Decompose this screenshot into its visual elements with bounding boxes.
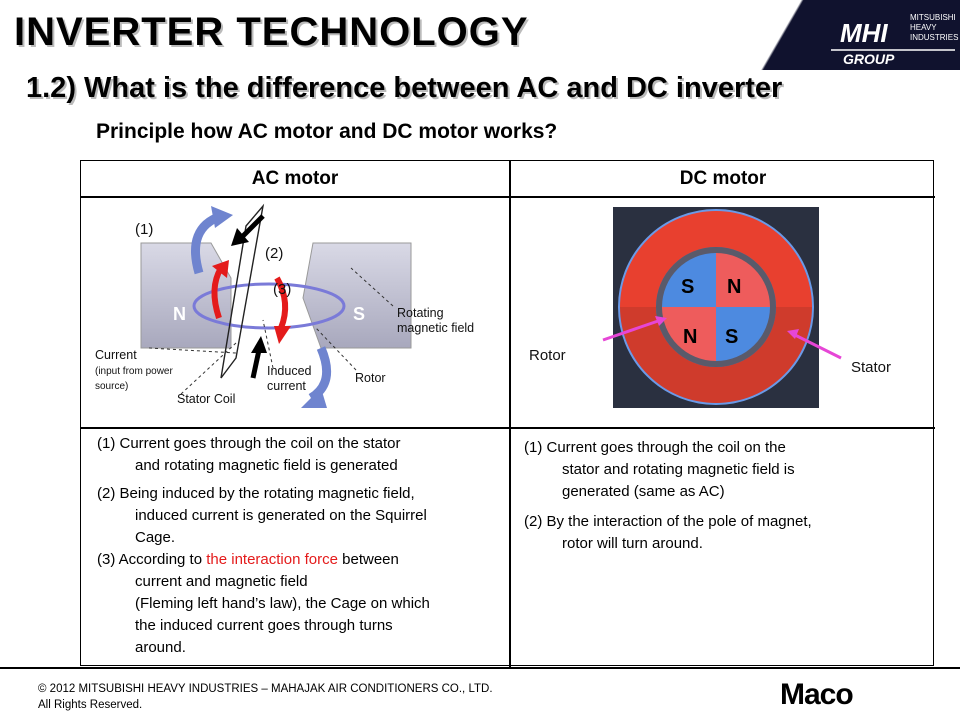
ac-p3-prefix: (3) According to (97, 551, 207, 568)
ac-p2-line2: induced current is generated on the Squi… (135, 507, 427, 524)
label-step-1: (1) (135, 221, 154, 238)
rights-text: All Rights Reserved. (38, 699, 143, 711)
dc-p2-line2: rotor will turn around. (562, 535, 703, 552)
page-title: INVERTER TECHNOLOGY (14, 10, 529, 54)
force-arrow-left-head (212, 260, 229, 278)
ac-p3-line1: (3) According to the interaction force b… (97, 549, 507, 571)
stator-pointer (792, 332, 842, 360)
label-dc-rotor: Rotor (529, 347, 566, 364)
label-rotor: Rotor (355, 371, 386, 385)
dc-explanation: (1) Current goes through the coil on the… (524, 437, 929, 555)
header-divider (81, 196, 935, 198)
ac-motor-diagram: N S (1) (81, 198, 509, 427)
pole-s-label: S (353, 304, 365, 324)
rotor-pole-br: S (725, 326, 738, 348)
rotor-q-tl (662, 253, 716, 307)
current-arrow-bottom (250, 349, 262, 379)
dc-p1-line2: stator and rotating magnetic field is (562, 461, 795, 478)
current-arrow-bottom-head (251, 336, 267, 353)
pole-n-label: N (173, 304, 186, 324)
force-arrow-right-head (274, 326, 291, 344)
label-current-note: (input from power source) (95, 366, 173, 392)
section-question: Principle how AC motor and DC motor work… (96, 120, 558, 143)
ac-p3-highlight: the interaction force (206, 551, 338, 568)
logo-line2: HEAVY (910, 23, 937, 32)
logo-group: GROUP (843, 51, 895, 67)
dc-motor-illustration: S N N S (602, 207, 842, 408)
mhi-logo-graphic: MHI MITSUBISHI HEAVY INDUSTRIES GROUP (831, 13, 958, 67)
ac-motor-header: AC motor (251, 168, 339, 189)
ac-p1-line1: (1) Current goes through the coil on the… (97, 435, 401, 452)
dc-motor-diagram: S N N S Rotor Stator (511, 198, 935, 427)
logo-line1: MITSUBISHI (910, 13, 956, 22)
diagram-divider (81, 427, 935, 429)
ac-p3-line3: (Fleming left hand’s law), the Cage on w… (135, 595, 430, 612)
magnet-s (302, 242, 412, 349)
footer-copyright: © 2012 MITSUBISHI HEAVY INDUSTRIES – MAH… (38, 681, 493, 713)
dc-motor-header: DC motor (679, 168, 767, 189)
ac-p2-line3: Cage. (135, 529, 176, 546)
stator-coil-frame (220, 203, 265, 379)
ac-p3-line4: the induced current goes through turns (135, 617, 393, 634)
rotor-pole-bl: N (683, 326, 697, 348)
label-step-2: (2) (265, 245, 284, 262)
dc-p2-line1: (2) By the interaction of the pole of ma… (524, 513, 812, 530)
rotor-pole-tl: S (681, 276, 694, 298)
section-subtitle: 1.2) What is the difference between AC a… (26, 72, 783, 104)
ac-p1-line2: and rotating magnetic field is generated (135, 457, 398, 474)
column-divider (509, 161, 511, 667)
current-arrow-top (239, 214, 265, 240)
logo-line3: INDUSTRIES (910, 33, 958, 42)
rotor-pointer (602, 318, 662, 342)
rotor-q-tr (716, 253, 770, 307)
maco-logo: Maco (780, 678, 854, 711)
rotor-pole-tr: N (727, 276, 741, 298)
rotor-q-br (716, 307, 770, 361)
ac-explanation: (1) Current goes through the coil on the… (97, 433, 507, 659)
label-induced-current: Induced current (267, 364, 312, 393)
current-arrow-top-head (231, 228, 249, 246)
rotation-arrow-head-top (211, 206, 233, 228)
force-arrow-right (274, 276, 289, 330)
label-stator-coil: Stator Coil (177, 392, 236, 406)
ac-p3-suffix: between (337, 551, 399, 568)
ac-motor-illustration: N S (140, 203, 412, 408)
comparison-table: AC motor DC motor N S (80, 160, 935, 667)
rotor-q-bl (662, 307, 716, 361)
footer-divider (0, 667, 960, 669)
label-step-3: (3) (273, 281, 292, 298)
label-dc-stator: Stator (851, 359, 892, 376)
ac-p2-line1: (2) Being induced by the rotating magnet… (97, 485, 415, 502)
dc-p1-line1: (1) Current goes through the coil on the (524, 439, 786, 456)
ac-p3-line5: around. (135, 639, 186, 656)
logo-mark: MHI (840, 18, 888, 48)
dc-p1-line3: generated (same as AC) (562, 483, 725, 500)
ac-p3-line2: current and magnetic field (135, 573, 308, 590)
loop-path (192, 282, 346, 330)
rotation-arrow-head-bottom (301, 388, 327, 408)
mhi-logo: MHI MITSUBISHI HEAVY INDUSTRIES GROUP (745, 0, 960, 70)
label-current: Current (95, 348, 137, 362)
copyright-text: © 2012 MITSUBISHI HEAVY INDUSTRIES – MAH… (38, 683, 493, 695)
label-rotating-field: Rotating magnetic field (397, 306, 475, 335)
